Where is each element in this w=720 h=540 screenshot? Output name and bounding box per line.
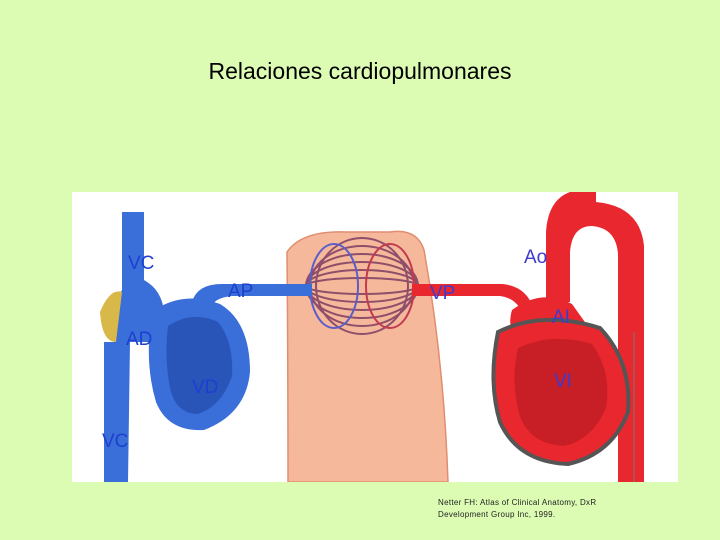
source-credit: Netter FH: Atlas of Clinical Anatomy, Dx… (438, 497, 698, 521)
label-ao: Ao (524, 247, 548, 268)
page-title: Relaciones cardiopulmonares (208, 58, 512, 84)
label-vd: VD (192, 377, 219, 398)
credit-line-2: Development Group Inc, 1999. (438, 510, 556, 519)
left-ventricle-inner (514, 338, 608, 446)
pulmonary-artery (192, 284, 312, 310)
label-vp: VP (430, 283, 456, 304)
label-ap: AP (228, 281, 254, 302)
right-ventricle-inner (166, 316, 233, 414)
label-vc-top: VC (128, 253, 155, 274)
vena-cava-inferior (104, 342, 130, 482)
label-ad: AD (126, 329, 153, 350)
fat-tissue (100, 291, 122, 342)
vena-cava-superior (112, 212, 164, 342)
credit-line-1: Netter FH: Atlas of Clinical Anatomy, Dx… (438, 498, 597, 507)
pulmonary-vein (412, 284, 534, 316)
label-ai: AI (552, 307, 570, 328)
label-vc-bottom: VC (102, 431, 129, 452)
label-vi: VI (554, 371, 572, 392)
diagram-panel: VC Ao AP VP AI AD VD VI VC (72, 192, 678, 482)
heart-lung-diagram (100, 192, 644, 482)
